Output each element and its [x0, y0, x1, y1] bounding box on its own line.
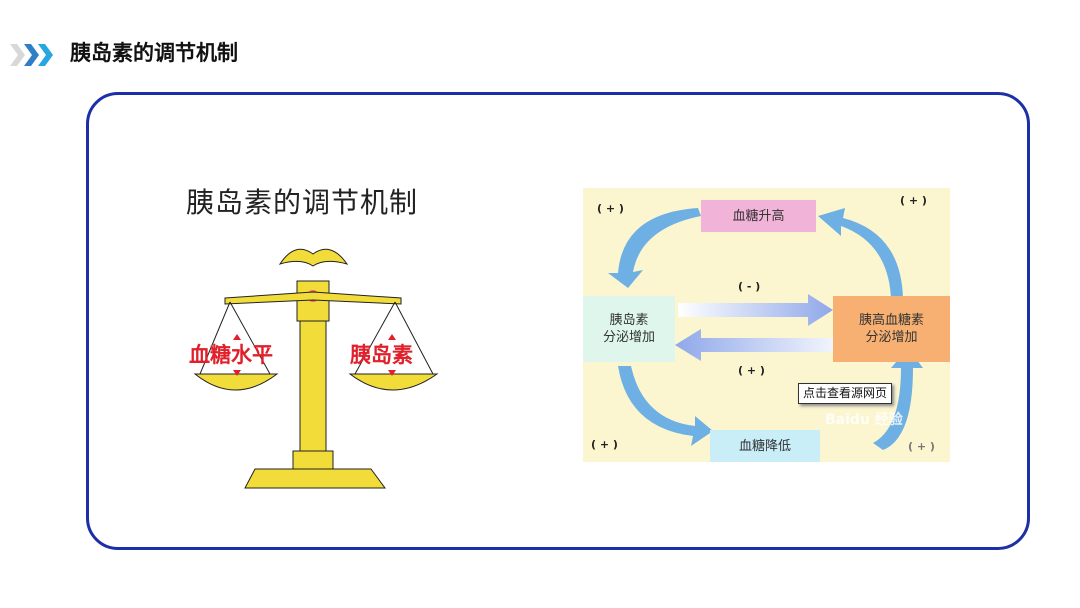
left-pan-label: 血糖水平 [189, 343, 273, 367]
glucagon-secretion-box: 胰高血糖素 分泌增加 [833, 296, 950, 362]
scale-title: 胰岛素的调节机制 [186, 186, 419, 219]
chevrons-right-icon [10, 44, 53, 66]
sign-bottom-left: ( + ) [591, 438, 618, 451]
view-source-tooltip[interactable]: 点击查看源网页 [798, 383, 893, 404]
sign-top-right: ( + ) [900, 194, 927, 207]
page-title: 胰岛素的调节机制 [70, 41, 238, 65]
glucagon-box-line2: 分泌增加 [865, 330, 918, 345]
sign-middle-top: ( - ) [738, 280, 761, 293]
right-pan-label: 胰岛素 [350, 343, 413, 367]
watermark: Baidu 经验 [825, 412, 903, 428]
insulin-secretion-box: 胰岛素 分泌增加 [583, 296, 675, 362]
insulin-box-line1: 胰岛素 [609, 313, 649, 328]
blood-sugar-rise-box: 血糖升高 [701, 200, 816, 232]
glucagon-box-line1: 胰高血糖素 [858, 313, 924, 328]
sign-top-left: ( + ) [597, 202, 624, 215]
flow-arrows [608, 208, 923, 450]
insulin-box-line2: 分泌增加 [602, 330, 655, 345]
balance-scale-illustration [193, 248, 439, 489]
blood-sugar-drop-box: 血糖降低 [710, 430, 820, 462]
sign-bottom-right: ( + ) [908, 440, 935, 453]
sign-middle-bottom: ( + ) [738, 364, 765, 377]
regulation-diagram: 血糖升高 胰岛素 分泌增加 胰高血糖素 分泌增加 血糖降低 ( + ) ( + … [583, 188, 950, 462]
